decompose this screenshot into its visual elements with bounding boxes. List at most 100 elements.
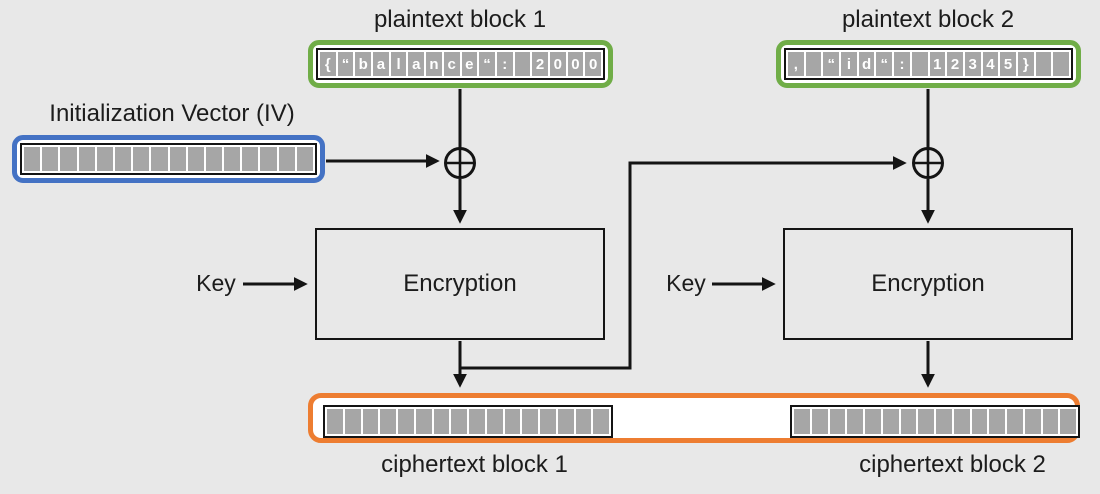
byte-cell: c [443,52,460,76]
byte-cell: d [858,52,875,76]
byte-cell: 4 [982,52,999,76]
byte-cell [433,409,450,434]
byte-cell [811,409,828,434]
byte-cell [911,52,928,76]
byte-cell [224,147,241,171]
ciphertext-block-1-label: ciphertext block 1 [381,451,568,478]
byte-cell [794,409,810,434]
iv-cells [20,143,317,175]
plaintext-block-1-label: plaintext block 1 [373,6,547,33]
xor-icon-2 [912,147,944,179]
byte-cell: } [1017,52,1034,76]
byte-cell [260,147,277,171]
byte-cell: e [461,52,478,76]
ciphertext-block-2-cells [790,405,1080,438]
key-1-label: Key [196,270,236,296]
byte-cell [362,409,379,434]
byte-cell [114,147,132,171]
plaintext-block-2-label: plaintext block 2 [841,6,1015,33]
byte-cell [344,409,361,434]
byte-cell: a [408,52,425,76]
byte-cell: “ [479,52,495,76]
byte-cell [1035,52,1052,76]
byte-cell: “ [876,52,893,76]
byte-cell: 2 [532,52,548,76]
byte-cell [451,409,467,434]
byte-cell [918,409,934,434]
ciphertext-container [308,393,1080,443]
byte-cell [865,409,881,434]
byte-cell [936,409,952,434]
byte-cell: l [390,52,407,76]
byte-cell [882,409,899,434]
byte-cell: b [355,52,372,76]
byte-cell [989,409,1005,434]
byte-cell [296,147,313,171]
byte-cell: { [320,52,336,76]
byte-cell [847,409,863,434]
iv-label: Initialization Vector (IV) [49,100,295,127]
byte-cell [514,52,531,76]
byte-cell [953,409,970,434]
byte-cell [398,409,414,434]
byte-cell [1060,409,1076,434]
byte-cell: 1 [929,52,946,76]
byte-cell: 0 [585,52,601,76]
byte-cell: “ [337,52,354,76]
byte-cell: i [841,52,857,76]
xor-icon-1 [444,147,476,179]
byte-cell [900,409,917,434]
byte-cell: n [426,52,442,76]
byte-cell [1042,409,1059,434]
encryption-box-2: Encryption [783,228,1073,340]
byte-cell: “ [823,52,840,76]
iv-block [12,135,325,183]
byte-cell [829,409,846,434]
byte-cell: 5 [1000,52,1016,76]
byte-cell [504,409,521,434]
byte-cell [593,409,609,434]
byte-cell [278,147,295,171]
encryption-box-1: Encryption [315,228,605,340]
byte-cell: 3 [964,52,981,76]
byte-cell [540,409,556,434]
byte-cell [169,147,186,171]
byte-cell: 0 [567,52,584,76]
byte-cell [187,147,204,171]
byte-cell [327,409,343,434]
byte-cell [242,147,259,171]
byte-cell [151,147,168,171]
key-2-label: Key [666,270,706,296]
byte-cell: 2 [947,52,963,76]
byte-cell [575,409,592,434]
byte-cell [1053,52,1069,76]
byte-cell [805,52,822,76]
byte-cell: 0 [549,52,566,76]
byte-cell [1007,409,1023,434]
byte-cell [415,409,432,434]
byte-cell [42,147,59,171]
byte-cell [96,147,113,171]
byte-cell: , [788,52,804,76]
byte-cell [522,409,538,434]
byte-cell [486,409,503,434]
ciphertext-block-2-label: ciphertext block 2 [859,451,1046,478]
byte-cell [78,147,95,171]
byte-cell [133,147,150,171]
byte-cell [60,147,77,171]
byte-cell [380,409,396,434]
byte-cell: : [894,52,910,76]
byte-cell [469,409,485,434]
encryption-box-1-label: Encryption [403,270,517,297]
byte-cell [205,147,223,171]
byte-cell: : [496,52,513,76]
byte-cell: a [373,52,389,76]
byte-cell [24,147,41,171]
byte-cell [1024,409,1041,434]
byte-cell [557,409,574,434]
